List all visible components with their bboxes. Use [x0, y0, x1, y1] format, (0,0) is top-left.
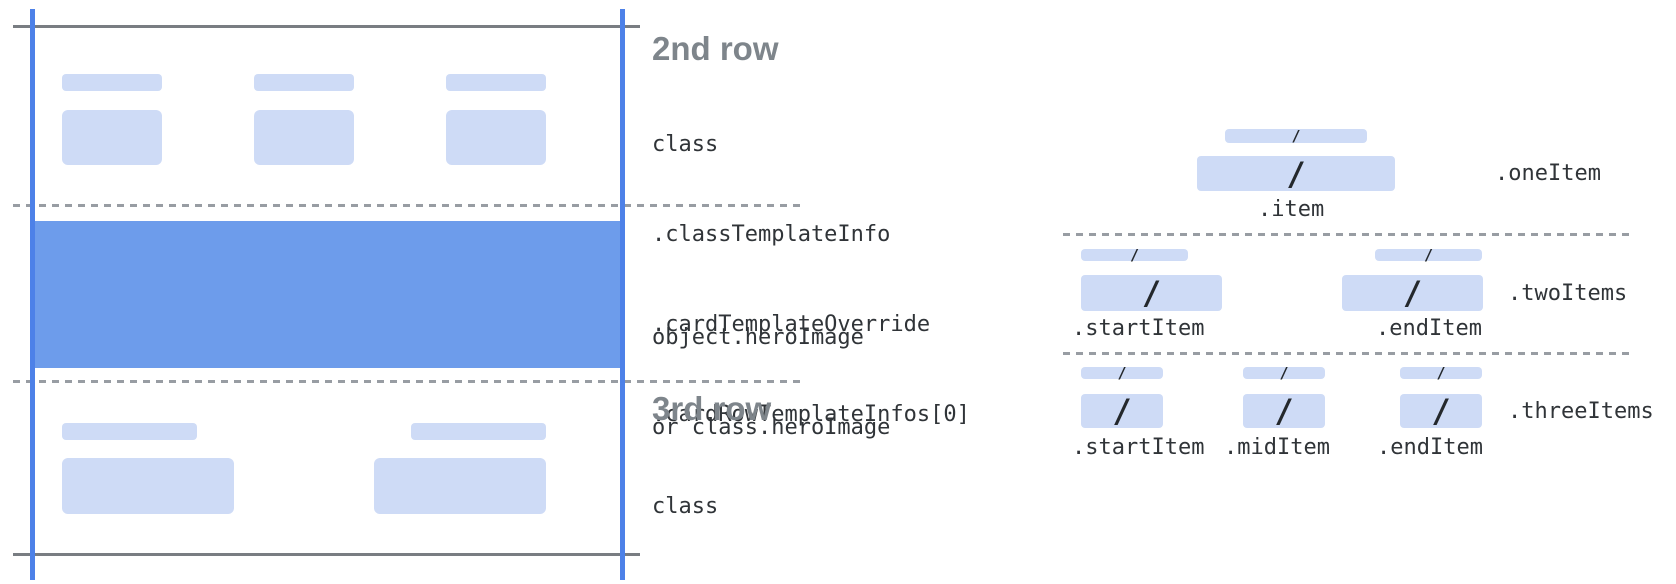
mid-item-label: .midItem [1224, 435, 1330, 460]
item-value-bar: / [1081, 275, 1222, 311]
card-bottom-boundary-line [13, 553, 640, 556]
field-label-placeholder [254, 74, 354, 91]
text-placeholder-slash: / [1436, 363, 1446, 382]
code-line: .cardTemplateOverride [652, 312, 931, 337]
item-label: .item [1258, 197, 1325, 222]
item-value-bar: / [1243, 394, 1325, 428]
field-value-placeholder [374, 458, 546, 514]
item-label-bar: / [1225, 126, 1367, 145]
second-row-code-reference: class .classTemplateInfo .cardTemplateOv… [652, 70, 970, 490]
item-layout-diagram: / / .oneItem .item / / / / .twoItems .st… [980, 0, 1676, 584]
item-label-bar: / [1400, 363, 1482, 382]
hero-image-code-reference: object.heroImage or class.heroImage [652, 263, 890, 503]
start-item-label: .startItem [1072, 435, 1205, 460]
text-placeholder-slash: / [1279, 363, 1289, 382]
text-placeholder-slash: / [1291, 126, 1301, 145]
start-item-label: .startItem [1072, 316, 1205, 341]
field-label-placeholder [62, 423, 197, 440]
card-top-boundary-line [13, 25, 640, 28]
field-value-placeholder [62, 458, 234, 514]
code-line: class [652, 132, 719, 157]
card-left-edge-line [30, 9, 35, 580]
item-label-bar: / [1081, 245, 1188, 264]
item-label-bar: / [1375, 245, 1482, 264]
hero-image-placeholder [30, 221, 625, 368]
item-value-bar: / [1400, 394, 1482, 428]
item-label-bar: / [1243, 363, 1325, 382]
text-placeholder-slash: / [1286, 154, 1306, 193]
third-row-code-reference: class .classTemplateInfo .cardTemplateOv… [652, 432, 970, 584]
one-item-row-label: .oneItem [1495, 161, 1601, 186]
field-value-placeholder [62, 110, 162, 165]
field-label-placeholder [446, 74, 546, 91]
code-line: object.heroImage [652, 325, 864, 350]
two-items-row-label: .twoItems [1508, 281, 1628, 306]
item-value-bar: / [1342, 275, 1483, 311]
text-placeholder-slash: / [1431, 392, 1451, 430]
section-divider-dashed-line [1063, 352, 1632, 355]
field-label-placeholder [411, 423, 546, 440]
end-item-label: .endItem [1377, 435, 1483, 460]
code-line: .cardRowTemplateInfos[0] [652, 402, 970, 427]
item-label-bar: / [1081, 363, 1163, 382]
third-row-heading: 3rd row [652, 390, 772, 427]
card-wireframe [0, 0, 800, 584]
text-placeholder-slash: / [1129, 245, 1140, 264]
row-divider-dashed-line [13, 204, 800, 207]
text-placeholder-slash: / [1117, 363, 1127, 382]
code-line: .classTemplateInfo [652, 222, 891, 247]
text-placeholder-slash: / [1402, 274, 1423, 312]
field-value-placeholder [446, 110, 546, 165]
code-line: class [652, 494, 719, 519]
row-divider-dashed-line [13, 380, 800, 383]
text-placeholder-slash: / [1112, 392, 1132, 430]
three-items-row-label: .threeItems [1508, 399, 1654, 424]
field-value-placeholder [254, 110, 354, 165]
text-placeholder-slash: / [1423, 245, 1434, 264]
text-placeholder-slash: / [1141, 274, 1162, 312]
code-line: or class.heroImage [652, 415, 891, 440]
item-value-bar: / [1081, 394, 1163, 428]
field-label-placeholder [62, 74, 162, 91]
item-value-bar: / [1197, 156, 1395, 191]
card-right-edge-line [620, 9, 625, 580]
text-placeholder-slash: / [1274, 392, 1294, 430]
second-row-heading: 2nd row [652, 30, 779, 67]
end-item-label: .endItem [1376, 316, 1482, 341]
section-divider-dashed-line [1063, 233, 1632, 236]
